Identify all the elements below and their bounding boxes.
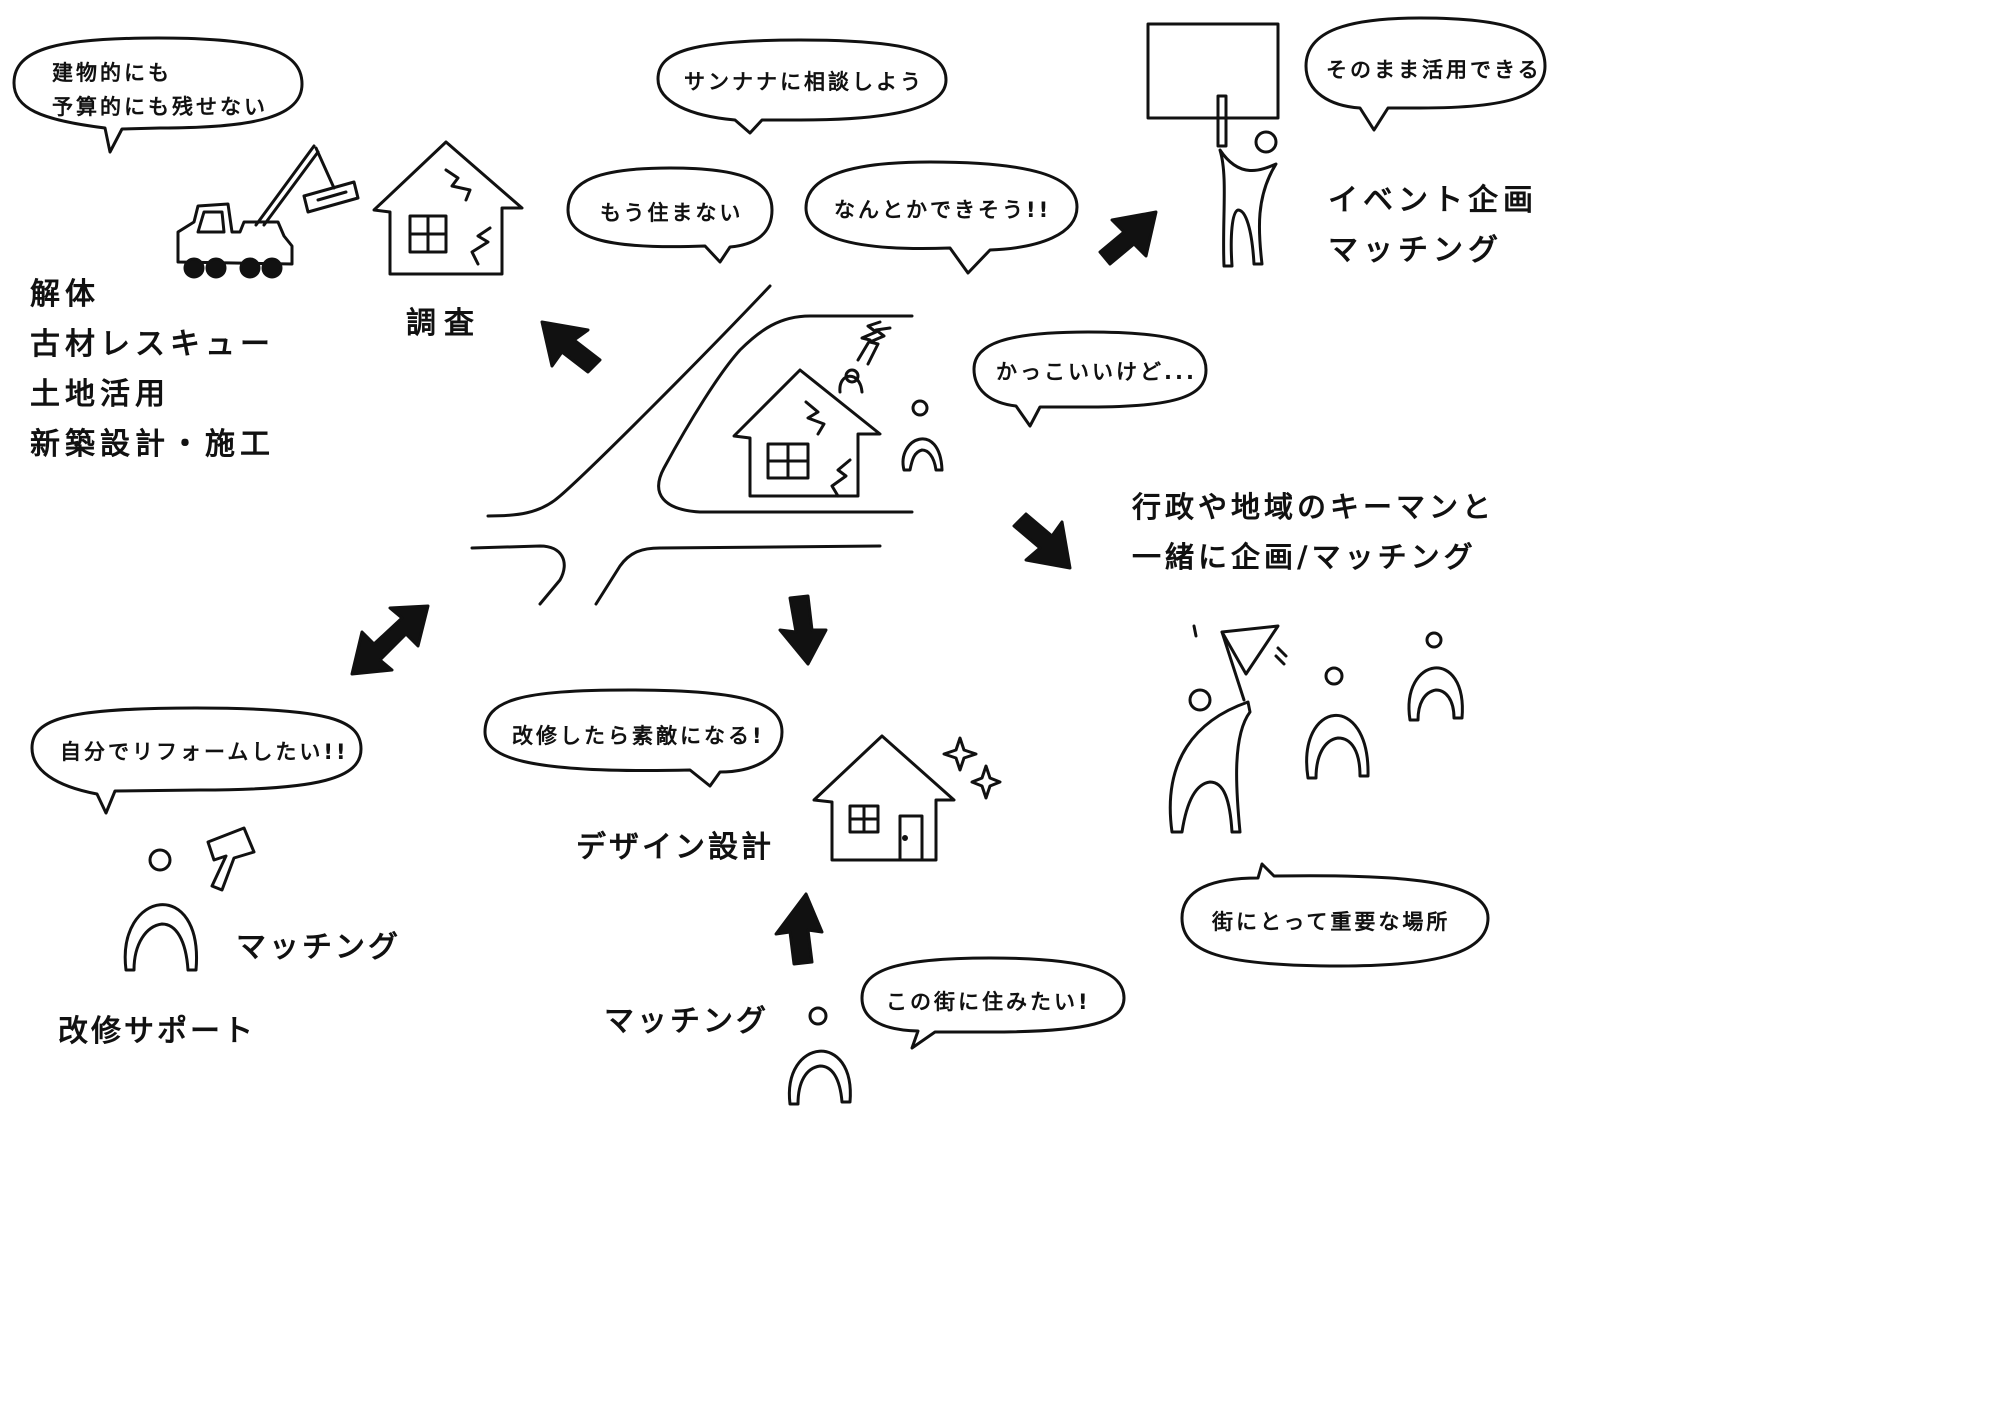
bubble-no-live-text: もう住まない <box>600 201 744 225</box>
street-map <box>470 284 914 606</box>
bubble-renovate-text: 改修したら素敵になる! <box>512 724 765 748</box>
illustration-canvas <box>12 16 1547 1106</box>
demolition-services-label: 解体 古材レスキュー 土地活用 新築設計・施工 <box>30 270 275 470</box>
bubble-diy <box>30 706 363 815</box>
bubble-consult <box>656 38 948 135</box>
hammer-icon <box>206 826 256 892</box>
bubble-manage-text: なんとかできそう!! <box>834 198 1052 222</box>
renovated-house-illustration <box>812 734 1002 862</box>
bubble-demolish-line-2: 予算的にも残せない <box>52 95 268 119</box>
design-label: デザイン設計 <box>576 830 774 865</box>
bubble-live-here-text: この街に住みたい! <box>886 990 1091 1014</box>
bubble-demolish-text: 建物的にも 予算的にも残せない <box>52 56 268 124</box>
demolition-line-1: 解体 <box>30 277 100 312</box>
arrow-double-renovation <box>350 604 430 676</box>
bubble-use-as-is <box>1304 16 1547 132</box>
sign-holder-illustration <box>1146 22 1280 268</box>
arrow-to-survey <box>540 320 602 374</box>
bubble-renovate <box>483 688 784 788</box>
demolition-line-4: 新築設計・施工 <box>30 427 275 462</box>
bubble-important-text: 街にとって重要な場所 <box>1212 910 1451 934</box>
government-line-2: 一緒に企画/マッチング <box>1132 540 1477 574</box>
bubble-consult-text: サンナナに相談しよう <box>684 70 924 94</box>
demolition-line-3: 土地活用 <box>30 377 170 412</box>
event-line-2: マッチング <box>1328 233 1503 268</box>
bubble-diy-text: 自分でリフォームしたい!! <box>60 740 349 764</box>
arrow-to-event <box>1098 210 1158 266</box>
matching-support-label: マッチング <box>236 930 401 965</box>
bubble-cool-text: かっこいいけど... <box>996 360 1197 384</box>
bubble-demolish-line-1: 建物的にも <box>52 61 172 85</box>
renovation-support-label: 改修サポート <box>58 1014 256 1049</box>
bubble-manage <box>804 160 1079 275</box>
center-house-illustration <box>732 320 892 498</box>
demolition-line-2: 古材レスキュー <box>30 327 275 362</box>
bubble-important <box>1180 862 1490 968</box>
government-matching-label: 行政や地域のキーマンと 一緒に企画/マッチング <box>1132 482 1495 582</box>
matching-bottom-label: マッチング <box>604 1004 769 1039</box>
resident-person-illustration <box>787 1006 852 1106</box>
crane-truck-illustration <box>176 144 360 279</box>
arrow-to-design <box>778 594 828 666</box>
bubble-live-here <box>860 956 1126 1050</box>
person-watching-icon <box>901 399 944 472</box>
arrow-from-bottom <box>774 892 824 966</box>
event-matching-label: イベント企画 マッチング <box>1328 176 1538 276</box>
government-line-1: 行政や地域のキーマンと <box>1132 490 1496 524</box>
cracked-house-illustration <box>372 140 524 276</box>
bubble-no-live <box>566 166 774 264</box>
bubble-use-as-is-text: そのまま活用できる <box>1326 58 1542 82</box>
event-line-1: イベント企画 <box>1328 183 1538 218</box>
arrow-to-government <box>1012 512 1072 570</box>
diy-person-illustration <box>123 848 198 972</box>
community-group-illustration <box>1168 624 1464 834</box>
bubble-demolish <box>12 36 304 154</box>
bubble-cool <box>972 330 1208 428</box>
survey-label: 調査 <box>406 306 482 341</box>
